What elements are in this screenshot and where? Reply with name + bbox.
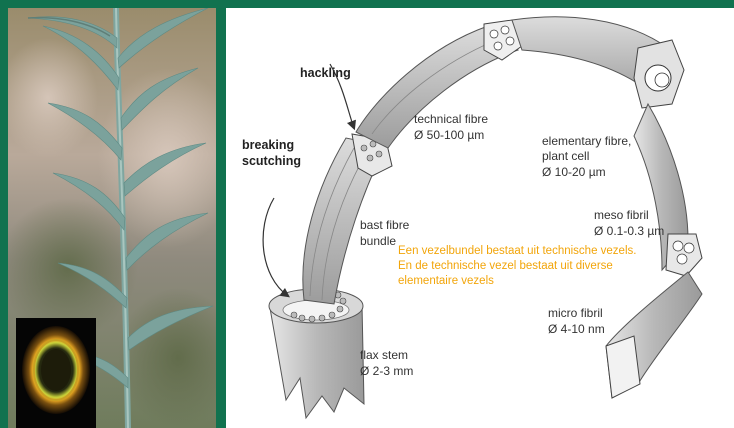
stem-cross-section-inset: [16, 318, 96, 428]
breaking-arrow: [263, 198, 288, 296]
label-bast-fibre: bast fibre: [360, 218, 409, 233]
label-flax-stem: flax stem: [360, 348, 408, 363]
label-breaking: breaking: [242, 138, 294, 153]
label-meso-fibril: meso fibril: [594, 208, 649, 223]
label-bundle: bundle: [360, 234, 396, 249]
flax-plant-image: [8, 8, 216, 428]
label-meso-fibril-size: Ø 0.1-0.3 µm: [594, 224, 664, 239]
label-flax-stem-size: Ø 2-3 mm: [360, 364, 413, 379]
label-micro-fibril-size: Ø 4-10 nm: [548, 322, 605, 337]
annotation-note: Een vezelbundel bestaat uit technische v…: [398, 244, 648, 289]
flax-plant-photo: [8, 8, 216, 428]
label-micro-fibril: micro fibril: [548, 306, 603, 321]
label-plant-cell: plant cell: [542, 149, 589, 164]
label-technical-fibre: technical fibre: [414, 112, 488, 127]
label-elementary-fibre: elementary fibre,: [542, 134, 631, 149]
fibre-structure-diagram: hackling breaking scutching technical fi…: [226, 8, 734, 428]
label-technical-fibre-size: Ø 50-100 µm: [414, 128, 484, 143]
label-scutching: scutching: [242, 154, 301, 169]
label-elementary-fibre-size: Ø 10-20 µm: [542, 165, 606, 180]
flax-stem-shape: [269, 289, 364, 418]
label-hackling: hackling: [300, 66, 351, 81]
